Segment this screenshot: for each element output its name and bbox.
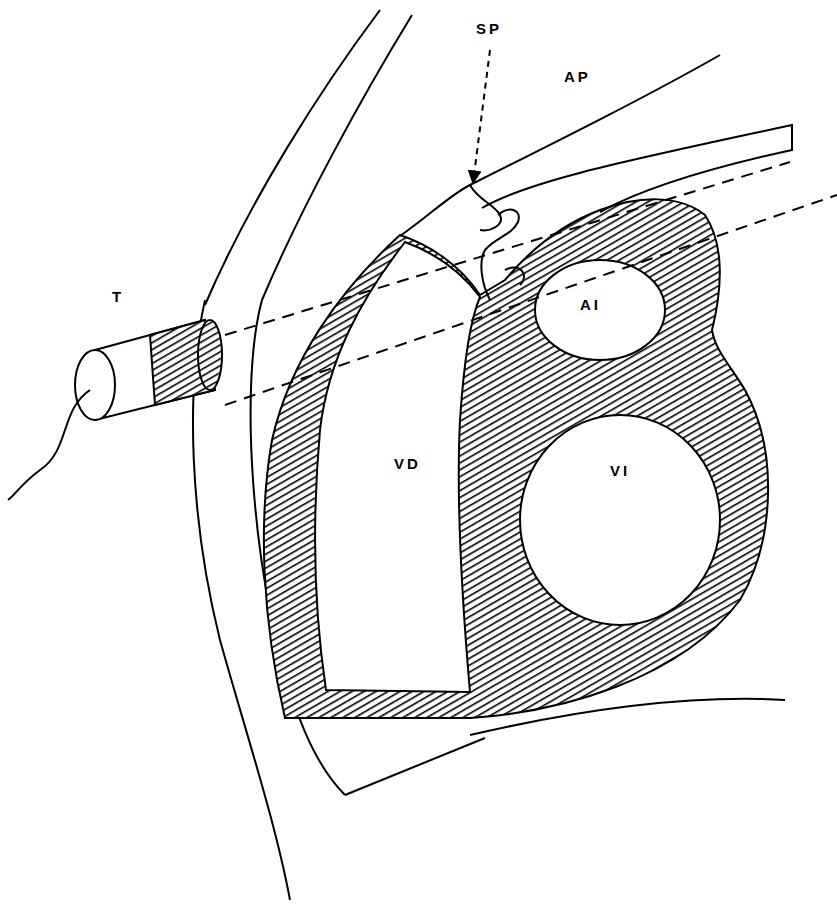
- part-label: AI: [578, 296, 603, 313]
- heart-wall: [264, 199, 768, 718]
- part-label: T: [110, 288, 126, 305]
- part-label: VI: [608, 462, 632, 479]
- beam-line: [225, 162, 837, 405]
- part-label: VD: [392, 455, 423, 472]
- transducer: [8, 320, 222, 500]
- chest-wall: [193, 10, 785, 900]
- sp-arrow: [473, 50, 490, 183]
- part-label: SP: [474, 20, 504, 37]
- part-label: AP: [562, 68, 593, 85]
- right-ventricle: [315, 242, 480, 692]
